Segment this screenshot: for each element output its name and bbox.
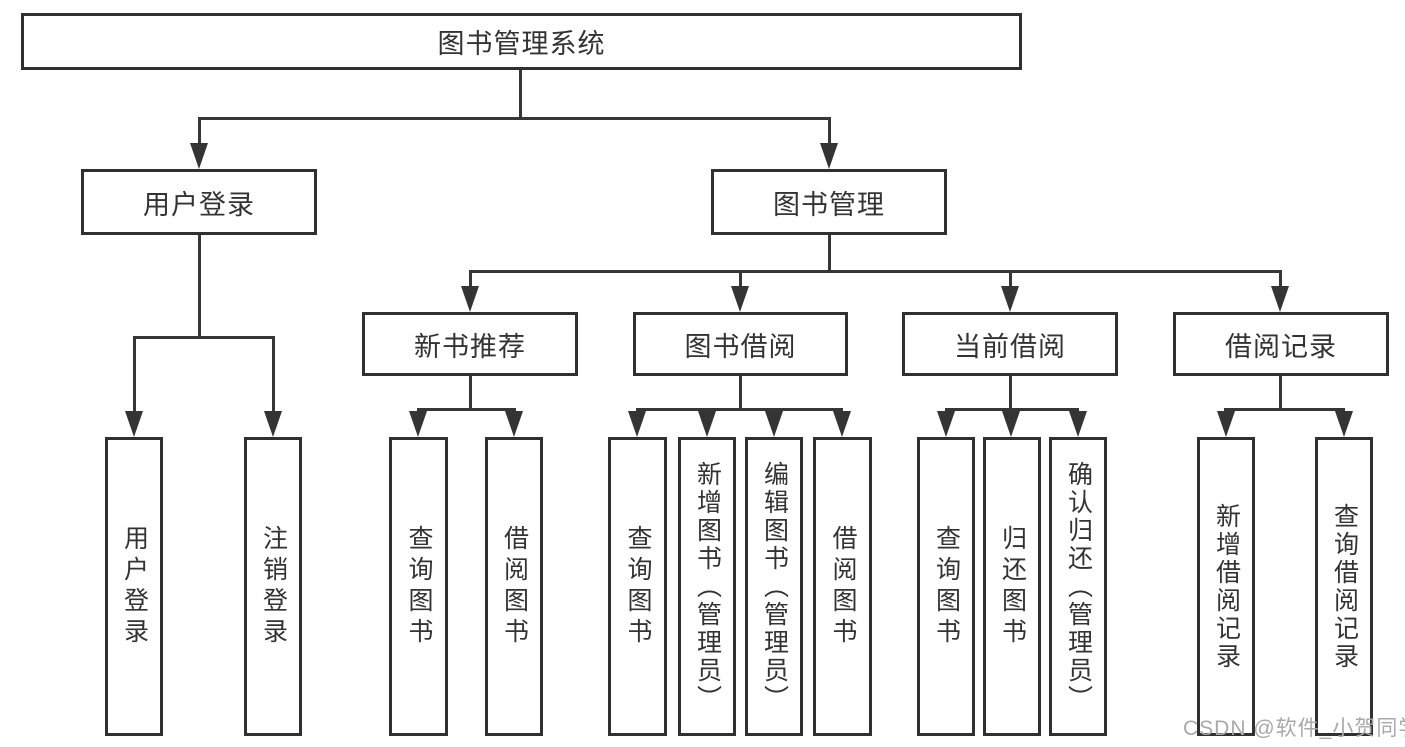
connector-line — [828, 233, 831, 272]
connector-arrow — [1271, 286, 1289, 312]
leaf-return-book: 归还图书 — [983, 437, 1041, 736]
connector-arrow — [833, 411, 851, 437]
leaf-edit-book-admin: 编辑图书（管理员） — [745, 437, 803, 736]
leaf-confirm-return-admin: 确认归还（管理员） — [1049, 437, 1107, 736]
node-book-management: 图书管理 — [711, 169, 947, 235]
connector-arrow — [765, 411, 783, 437]
connector-line — [828, 117, 831, 145]
connector-arrow — [1217, 411, 1235, 437]
leaf-borrow-books-borrow: 借阅图书 — [813, 437, 872, 736]
connector-line — [636, 408, 843, 411]
connector-arrow — [1002, 411, 1020, 437]
node-root: 图书管理系统 — [21, 13, 1022, 70]
connector-line — [945, 408, 1079, 411]
leaf-query-books-current: 查询图书 — [917, 437, 975, 736]
connector-arrow — [505, 411, 523, 437]
connector-line — [1009, 270, 1012, 289]
node-borrow-records: 借阅记录 — [1173, 312, 1389, 376]
csdn-watermark: CSDN @软件_小贺同学 — [1183, 717, 1405, 740]
connector-arrow — [820, 143, 838, 169]
connector-arrow — [628, 411, 646, 437]
connector-line — [739, 270, 742, 289]
connector-arrow — [937, 411, 955, 437]
connector-line — [469, 270, 1282, 273]
connector-line — [133, 336, 136, 412]
connector-arrow — [125, 411, 143, 437]
node-new-book-recommend: 新书推荐 — [362, 312, 578, 376]
connector-line — [469, 270, 472, 289]
connector-line — [1224, 408, 1345, 411]
connector-arrow — [698, 411, 716, 437]
connector-line — [469, 376, 472, 408]
connector-line — [519, 68, 522, 117]
leaf-query-books-recommend: 查询图书 — [389, 437, 448, 736]
connector-arrow — [461, 286, 479, 312]
connector-arrow — [1001, 286, 1019, 312]
connector-line — [272, 336, 275, 412]
leaf-query-books-borrow: 查询图书 — [608, 437, 667, 736]
connector-arrow — [409, 411, 427, 437]
leaf-add-book-admin: 新增图书（管理员） — [678, 437, 736, 736]
connector-line — [198, 117, 831, 120]
leaf-add-borrow-record: 新增借阅记录 — [1197, 437, 1255, 736]
connector-arrow — [1335, 411, 1353, 437]
node-current-borrow: 当前借阅 — [902, 312, 1118, 376]
connector-line — [1009, 376, 1012, 408]
connector-line — [417, 408, 516, 411]
connector-line — [739, 376, 742, 408]
connector-arrow — [264, 411, 282, 437]
connector-arrow — [731, 286, 749, 312]
leaf-user-login: 用户登录 — [105, 437, 163, 736]
connector-line — [198, 117, 201, 145]
connector-line — [133, 336, 275, 339]
leaf-logout: 注销登录 — [244, 437, 302, 736]
connector-arrow — [1069, 411, 1087, 437]
node-book-borrow: 图书借阅 — [633, 312, 848, 376]
connector-arrow — [190, 143, 208, 169]
connector-line — [1279, 376, 1282, 408]
connector-line — [1279, 270, 1282, 289]
leaf-query-borrow-record: 查询借阅记录 — [1315, 437, 1373, 736]
leaf-borrow-books-recommend: 借阅图书 — [485, 437, 543, 736]
node-user-login: 用户登录 — [81, 169, 317, 235]
connector-line — [198, 233, 201, 336]
